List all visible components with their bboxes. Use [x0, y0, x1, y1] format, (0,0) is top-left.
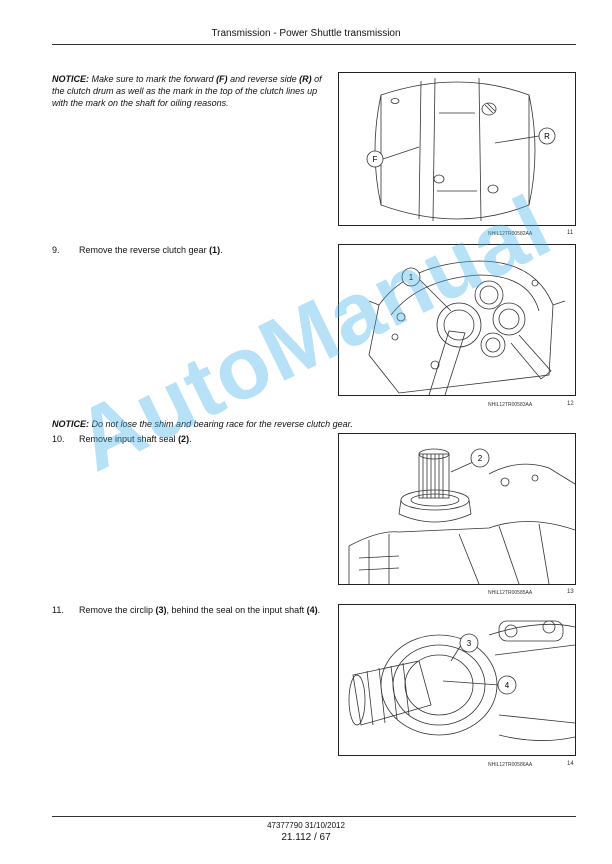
notice-mark-clutch-drum: NOTICE: Make sure to mark the forward (F…: [52, 74, 322, 108]
notice-label: NOTICE:: [52, 74, 89, 84]
callout-r: R: [544, 132, 550, 141]
figure-circlip-input-shaft: 3 4: [338, 604, 576, 756]
gear-assembly-illustration: 1: [368, 260, 566, 395]
callout-1: 1: [409, 273, 414, 282]
notice-shim-bearing: NOTICE: Do not lose the shim and bearing…: [52, 419, 353, 429]
header-rule: [52, 44, 576, 45]
figure-input-shaft-seal: 2: [338, 433, 576, 585]
callout-2: 2: [478, 454, 483, 463]
page-header-title: Transmission - Power Shuttle transmissio…: [211, 28, 401, 39]
step-9: 9.Remove the reverse clutch gear (1).: [52, 245, 223, 255]
footer-doc-ref: 47377790 31/10/2012: [267, 821, 345, 830]
input-shaft-seal-illustration: 2: [348, 448, 575, 584]
figure-caption: NHIL12TR00582AA: [488, 231, 533, 237]
clutch-drum-illustration: F R: [366, 77, 556, 222]
callout-f: F: [373, 155, 378, 164]
callout-4: 4: [505, 681, 510, 690]
callout-3: 3: [467, 639, 472, 648]
figure-number: 12: [567, 401, 574, 407]
step-number: 10.: [52, 434, 65, 444]
figure-number: 11: [567, 230, 574, 236]
figure-number: 13: [567, 589, 574, 595]
figure-caption: NHIL12TR00586AA: [488, 762, 533, 768]
circlip-illustration: 3 4: [348, 620, 575, 741]
figure-clutch-drum: F R: [338, 72, 576, 226]
figure-caption: NHIL12TR00583AA: [488, 402, 533, 408]
step-number: 9.: [52, 245, 60, 255]
step-11: 11.Remove the circlip (3), behind the se…: [52, 605, 321, 615]
figure-caption: NHIL12TR00585AA: [488, 590, 533, 596]
footer-page-number: 21.112 / 67: [281, 832, 331, 843]
figure-number: 14: [567, 761, 574, 767]
figure-reverse-clutch-gear: 1: [338, 244, 576, 396]
footer-rule: [52, 816, 576, 817]
step-10: 10.Remove input shaft seal (2).: [52, 434, 192, 444]
notice-label: NOTICE:: [52, 419, 89, 429]
step-number: 11.: [52, 605, 64, 615]
